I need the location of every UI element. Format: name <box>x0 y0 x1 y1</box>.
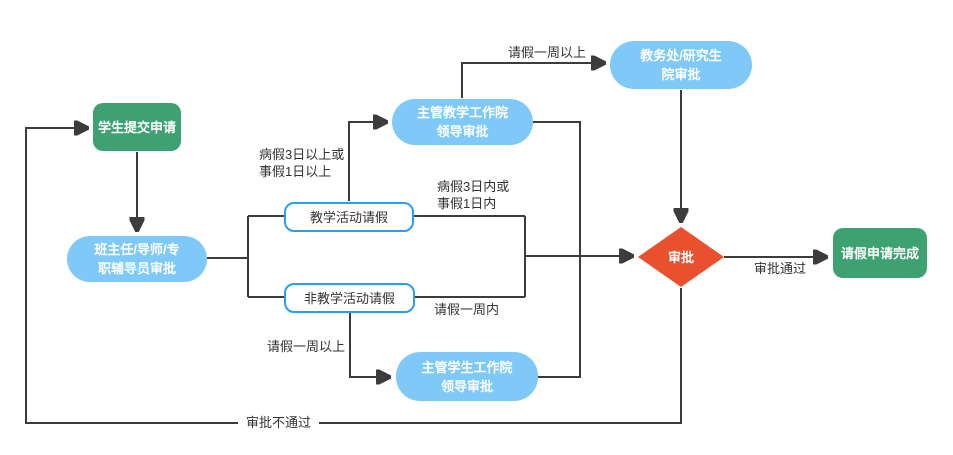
edge-label-rejected: 审批不通过 <box>238 414 320 431</box>
node-academic-office-approval: 教务处/研究生 院审批 <box>610 41 752 89</box>
edge-label-approved: 审批通过 <box>754 261 807 276</box>
edge-label-sick-over-3-days: 病假3日以上或 事假1日以上 <box>259 147 345 179</box>
edge-label-over-week-bottom: 请假一周以上 <box>267 339 346 354</box>
edge-reject-loop <box>25 128 682 424</box>
node-teaching-leave: 教学活动请假 <box>284 202 414 232</box>
edge-teaching-to-dean-teaching <box>348 122 388 201</box>
node-nonteaching-leave: 非教学活动请假 <box>284 283 415 313</box>
edge-counselor-branch <box>207 215 284 298</box>
node-counselor-approval: 班主任/导师/专 职辅导员审批 <box>67 236 207 282</box>
edge-label-within-week: 请假一周内 <box>434 302 500 317</box>
node-dean-teaching-approval: 主管教学工作院 领导审批 <box>392 99 533 145</box>
edge-dean-teaching-to-academic <box>461 63 606 98</box>
node-dean-student-approval: 主管学生工作院 领导审批 <box>396 352 538 401</box>
edge-nonteaching-to-dean-student <box>349 313 391 377</box>
edge-dean-side-connector <box>533 121 581 378</box>
edge-merge-rails <box>414 215 526 298</box>
node-leave-complete: 请假申请完成 <box>833 228 927 278</box>
edge-label-over-week-top: 请假一周以上 <box>507 45 586 60</box>
edge-label-sick-within-3-days: 病假3日内或 事假1日内 <box>437 179 510 211</box>
node-student-submit: 学生提交申请 <box>93 103 181 151</box>
